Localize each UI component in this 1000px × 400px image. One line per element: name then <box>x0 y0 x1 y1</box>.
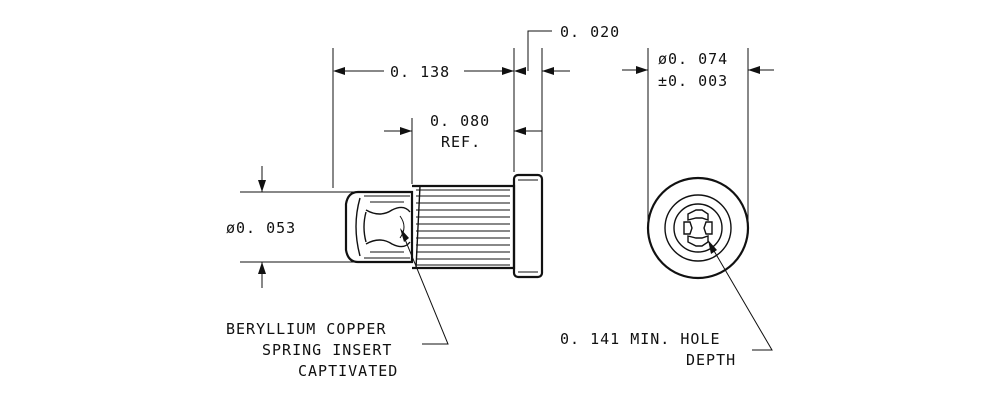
dim-ref-length: 0. 080 REF. <box>384 112 542 184</box>
callout-spring-insert: BERYLLIUM COPPER SPRING INSERT CAPTIVATE… <box>226 228 449 380</box>
overall-length-label: 0. 138 <box>390 63 450 81</box>
insert-callout-line2: SPRING INSERT <box>262 341 392 359</box>
flange-tolerance-label: ±0. 003 <box>658 72 728 90</box>
dim-flange-diameter: ø0. 074 ±0. 003 <box>622 48 774 224</box>
insert-callout-line3: CAPTIVATED <box>298 362 398 380</box>
insert-callout-line1: BERYLLIUM COPPER <box>226 320 387 338</box>
dim-body-diameter: ø0. 053 <box>226 166 356 288</box>
ref-length-note: REF. <box>441 133 481 151</box>
ref-length-value: 0. 080 <box>430 112 490 130</box>
dim-overall-length: 0. 138 <box>332 48 515 188</box>
callout-hole-depth: 0. 141 MIN. HOLE DEPTH <box>560 240 773 369</box>
flange-thickness-label: 0. 020 <box>560 23 620 41</box>
dim-flange-thickness: 0. 020 <box>492 23 620 172</box>
side-view <box>344 173 544 279</box>
hole-callout-line1: 0. 141 MIN. HOLE <box>560 330 721 348</box>
flange <box>512 173 544 279</box>
knurled-body <box>412 184 516 270</box>
end-view <box>646 176 750 280</box>
hole-callout-line2: DEPTH <box>686 351 736 369</box>
spring-fingers <box>683 209 713 247</box>
body-diameter-label: ø0. 053 <box>226 219 296 237</box>
flange-diameter-label: ø0. 074 <box>658 50 728 68</box>
spring-insert-section <box>344 190 414 264</box>
